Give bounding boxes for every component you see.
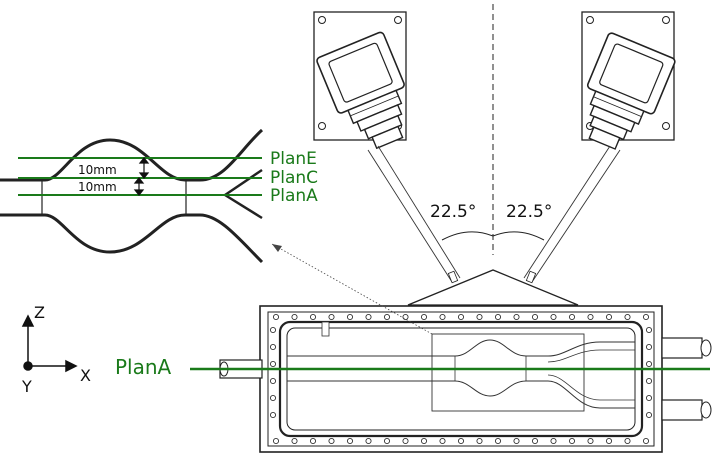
bolt	[645, 411, 653, 419]
bolt	[568, 437, 576, 445]
bolt	[365, 313, 372, 321]
bolt	[494, 313, 502, 321]
angle-left-label: 22.5°	[430, 202, 476, 222]
plane-e-label: PlanE	[270, 149, 317, 169]
zoom-leader	[271, 243, 433, 335]
dim-upper-label: 10mm	[78, 163, 117, 177]
bolt	[383, 313, 391, 321]
bolt	[550, 437, 557, 445]
camera-icon	[313, 11, 407, 150]
bolt	[365, 437, 372, 445]
bolt	[531, 313, 539, 321]
angle-right-label: 22.5°	[506, 202, 552, 222]
test-section-tank	[219, 305, 712, 453]
bolt	[309, 437, 317, 445]
bolt	[457, 313, 465, 321]
bolt	[420, 313, 428, 321]
bolt	[402, 437, 409, 445]
dimension-arrows	[133, 157, 150, 196]
bolt	[439, 437, 446, 445]
bolt	[476, 437, 483, 445]
bolt	[642, 313, 650, 321]
plane-a-label: PlanA	[115, 355, 172, 379]
bolt	[587, 437, 594, 445]
bolt	[328, 437, 335, 445]
bolt	[494, 437, 502, 445]
bolt	[439, 313, 446, 321]
bolt	[605, 437, 613, 445]
bolt	[420, 437, 428, 445]
bolt	[645, 343, 653, 351]
bolt	[645, 394, 653, 402]
bolt	[531, 437, 539, 445]
bolt	[457, 437, 465, 445]
bolt	[269, 343, 277, 351]
axis-z-label: Z	[34, 303, 45, 322]
bolt	[624, 437, 631, 445]
bolt	[269, 326, 277, 334]
bolt	[272, 437, 280, 445]
bolt	[269, 394, 277, 402]
bolt	[309, 313, 317, 321]
bolt	[269, 360, 277, 368]
bolt	[645, 377, 653, 385]
bolt	[513, 313, 520, 321]
bolt	[645, 360, 653, 368]
bolt	[476, 313, 483, 321]
bolt	[291, 313, 298, 321]
bolt	[346, 437, 354, 445]
bolt	[269, 377, 277, 385]
prism	[407, 269, 579, 306]
bolt	[642, 437, 650, 445]
dim-lower-label: 10mm	[78, 180, 117, 194]
plane-c-label: PlanC	[270, 168, 318, 188]
angle-arc	[441, 231, 545, 241]
bolt	[645, 326, 653, 334]
bolt	[291, 437, 298, 445]
camera-icon	[581, 11, 676, 150]
bolt	[269, 411, 277, 419]
bolt	[272, 313, 280, 321]
bolt	[568, 313, 576, 321]
bolt	[328, 313, 335, 321]
bolt	[383, 437, 391, 445]
axis-x-label: X	[80, 366, 91, 385]
bolt	[402, 313, 409, 321]
inset-detail	[0, 128, 264, 264]
bolt	[587, 313, 594, 321]
bolt	[346, 313, 354, 321]
field-of-view-lines	[367, 145, 621, 283]
bolt	[624, 313, 631, 321]
axis-y-label: Y	[21, 377, 32, 396]
plane-a-inset-label: PlanA	[270, 186, 318, 206]
bolt	[605, 313, 613, 321]
bolt	[550, 313, 557, 321]
coordinate-axes-icon	[21, 314, 78, 373]
bolt	[513, 437, 520, 445]
zoom-region	[431, 333, 585, 412]
